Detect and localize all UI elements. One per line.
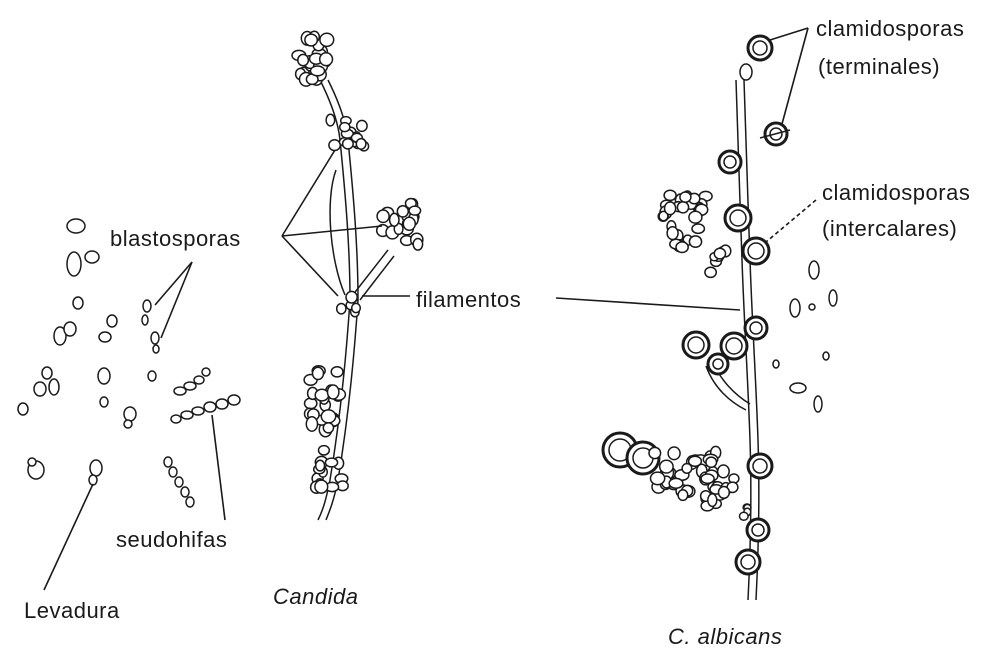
- blastospore-cell: [346, 291, 357, 303]
- blastospore-cell: [306, 417, 317, 431]
- label-intercalares: (intercalares): [822, 216, 957, 242]
- blastospore-cell: [689, 236, 701, 247]
- blastospore-cell: [714, 248, 725, 259]
- blastospore-cell: [678, 490, 688, 501]
- label-blastosporas: blastosporas: [110, 226, 241, 252]
- blastospore-cell: [313, 367, 324, 379]
- label-terminales: (terminales): [818, 54, 940, 80]
- blastospore-cell: [708, 494, 717, 507]
- blastospore-cell: [311, 66, 325, 76]
- label-c-albicans: C. albicans: [668, 624, 782, 650]
- label-clamidosporas-intercalares: clamidosporas: [822, 180, 970, 206]
- blastospore-cell: [689, 211, 702, 223]
- blastospore-cell: [329, 140, 340, 151]
- blastospore-cell: [676, 242, 688, 253]
- blastospore-cell: [319, 446, 330, 455]
- label-levadura: Levadura: [24, 598, 120, 624]
- blastospore-cell: [397, 206, 408, 217]
- label-seudohifas: seudohifas: [116, 527, 227, 553]
- label-filamentos: filamentos: [416, 287, 521, 313]
- blastospore-cell: [352, 303, 361, 312]
- blastospore-cell: [315, 480, 328, 493]
- blastospore-cell: [668, 447, 680, 460]
- blastospore-cell: [740, 512, 749, 520]
- blastospore-cell: [390, 213, 399, 226]
- blastospore-cell: [677, 202, 688, 213]
- blastospore-cell: [409, 206, 421, 215]
- blastospore-cell: [667, 227, 678, 240]
- right-leader-lines: [556, 28, 816, 310]
- blastospore-cell: [413, 239, 422, 251]
- blastospore-cell: [357, 120, 367, 131]
- blastospore-cell: [298, 54, 309, 65]
- label-candida: Candida: [273, 584, 358, 610]
- blastospore-cell: [706, 457, 717, 467]
- blastospore-cell: [321, 410, 335, 423]
- blastospore-cell: [328, 385, 339, 399]
- blastospore-cell: [649, 447, 661, 458]
- blastospore-cell: [323, 423, 333, 433]
- blastospore-cell: [719, 487, 730, 499]
- blastospore-cell: [689, 456, 702, 466]
- blastospore-cell: [377, 210, 389, 222]
- blastospore-cell: [331, 367, 343, 377]
- blastospore-cell: [337, 304, 346, 314]
- blastospore-cell: [692, 224, 704, 233]
- blastospore-cell: [705, 267, 716, 277]
- blastospore-cell: [315, 389, 328, 401]
- blastospore-cell: [660, 460, 673, 473]
- blastospore-cell: [340, 123, 350, 132]
- blastospore-cell: [356, 139, 366, 150]
- blastospore-cell: [320, 53, 333, 66]
- blastospore-cell: [325, 458, 337, 467]
- blastospore-cell: [316, 460, 325, 471]
- yeast-cells-group: [18, 219, 159, 485]
- label-clamidosporas-terminales: clamidosporas: [816, 16, 964, 42]
- albicans-loose-cells: [773, 261, 837, 412]
- blastospore-cell: [305, 34, 317, 46]
- blastospore-cell: [701, 474, 714, 483]
- blastospore-cell: [326, 114, 335, 126]
- blastospore-cell: [651, 472, 665, 485]
- blastospore-cell: [664, 190, 676, 200]
- pseudohyphae-chains: [164, 368, 240, 507]
- blastospore-cell: [680, 192, 691, 202]
- blastospore-cell: [320, 33, 334, 46]
- blastospore-cell: [665, 202, 676, 215]
- blastospore-cell: [718, 465, 730, 478]
- blastospore-cell: [403, 217, 415, 230]
- blastospore-cell: [669, 478, 683, 488]
